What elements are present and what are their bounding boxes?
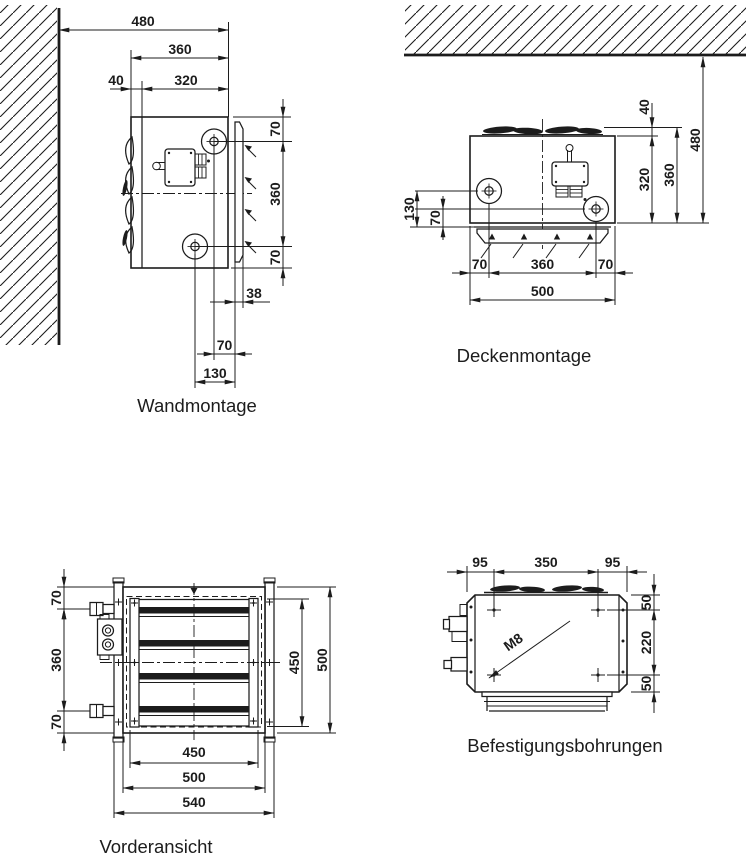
motor-box bbox=[551, 144, 589, 201]
dim-label-hole-lower: 70 bbox=[427, 210, 443, 226]
dim-label-unit-width: 500 bbox=[531, 283, 555, 299]
dim-label-case-height: 500 bbox=[314, 648, 330, 672]
fan-icon bbox=[482, 126, 603, 135]
dim-label-hole-spacing-side: 360 bbox=[267, 182, 283, 206]
view-wandmontage: 480 360 40 320 70 360 70 bbox=[0, 5, 292, 416]
dim-label-bottom-left: 70 bbox=[472, 256, 488, 272]
dim-label-pipe-top: 70 bbox=[48, 590, 64, 606]
dim-label-side-bottom: 70 bbox=[267, 250, 283, 266]
dim-label-hole-to-back: 130 bbox=[203, 365, 227, 381]
terminal-blocks bbox=[194, 153, 210, 179]
dim-label-unit-depth: 360 bbox=[168, 41, 192, 57]
dim-label-bottom-right: 70 bbox=[598, 256, 614, 272]
unit-body-top bbox=[466, 594, 628, 693]
dim-label-side-top: 70 bbox=[267, 121, 283, 137]
electrical-box bbox=[96, 614, 123, 660]
view-deckenmontage: 130 70 70 360 70 500 40 bbox=[401, 5, 746, 366]
duct-collar bbox=[481, 691, 613, 712]
dim-label-flange-width: 540 bbox=[182, 794, 206, 810]
dim-label-hole-offset: 70 bbox=[217, 337, 233, 353]
dim-label-inner-height: 450 bbox=[286, 651, 302, 675]
rail-hooks bbox=[244, 145, 257, 254]
dimensions-wandmontage: 480 360 40 320 70 360 70 bbox=[58, 13, 292, 388]
dimensions-vorderansicht: 70 360 70 450 500 450 500 540 bbox=[48, 569, 336, 818]
caption-vorderansicht: Vorderansicht bbox=[99, 836, 212, 857]
dim-label-pipe-spacing: 360 bbox=[48, 648, 64, 672]
dim-label-rear-section: 320 bbox=[174, 72, 198, 88]
dim-label-inner-width: 450 bbox=[182, 744, 206, 760]
dim-label-hole-span: 350 bbox=[534, 554, 558, 570]
dim-label-ceiling-distance: 480 bbox=[687, 128, 703, 152]
rail-hooks bbox=[480, 233, 594, 259]
mounting-rail bbox=[476, 228, 609, 259]
dimensions-befestigungsbohrungen: 95 350 95 50 220 50 bbox=[447, 554, 660, 713]
fan-icon bbox=[484, 585, 608, 594]
flange-screws bbox=[469, 605, 625, 674]
caption-wandmontage: Wandmontage bbox=[137, 395, 257, 416]
dim-label-hole-right: 95 bbox=[605, 554, 621, 570]
dim-label-hole-upper: 130 bbox=[401, 197, 417, 221]
dim-label-fan-clearance: 40 bbox=[636, 99, 652, 115]
pipe-connections bbox=[442, 604, 468, 672]
dim-label-case-width: 500 bbox=[182, 769, 206, 785]
dim-label-hole-top: 50 bbox=[638, 595, 654, 611]
dim-label-rail-offset: 38 bbox=[246, 285, 262, 301]
view-vorderansicht: 70 360 70 450 500 450 500 540 bbox=[48, 569, 336, 857]
dim-label-unit-with-fan: 360 bbox=[661, 163, 677, 187]
caption-deckenmontage: Deckenmontage bbox=[457, 345, 592, 366]
cassette-bolts bbox=[131, 599, 257, 725]
dim-label-hole-spacing: 360 bbox=[531, 256, 555, 272]
pipe-connections bbox=[89, 601, 115, 719]
motor-box bbox=[152, 148, 210, 187]
dim-label-hole-vertical: 220 bbox=[638, 631, 654, 655]
ceiling-hatch bbox=[404, 5, 746, 57]
fan-icon bbox=[122, 135, 135, 254]
dim-label-hole-bottom: 50 bbox=[638, 676, 654, 692]
dim-label-front-panel: 40 bbox=[108, 72, 124, 88]
view-befestigungsbohrungen: M8 95 350 95 50 220 50 bbox=[442, 554, 663, 756]
unit-body-side bbox=[130, 116, 229, 269]
wall-hatch bbox=[0, 5, 61, 345]
dimensions-deckenmontage: 130 70 70 360 70 500 40 bbox=[401, 56, 709, 305]
terminal-blocks bbox=[555, 185, 587, 201]
caption-befestigungsbohrungen: Befestigungsbohrungen bbox=[467, 735, 662, 756]
dim-label-total-depth: 480 bbox=[131, 13, 155, 29]
dim-label-pipe-bottom: 70 bbox=[48, 714, 64, 730]
center-marker bbox=[190, 588, 198, 595]
dim-label-unit-height: 320 bbox=[636, 168, 652, 192]
dim-label-hole-left: 95 bbox=[472, 554, 488, 570]
